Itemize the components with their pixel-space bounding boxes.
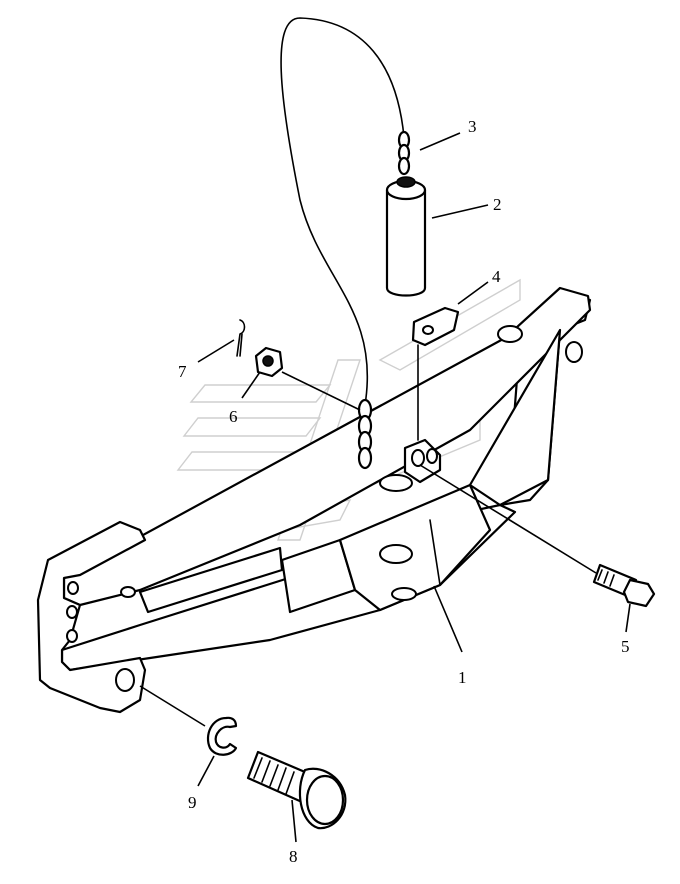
callout-5: 5 <box>621 637 630 656</box>
callout-4: 4 <box>492 267 501 286</box>
callout-9: 9 <box>188 793 197 812</box>
cotter-pin-part-7 <box>236 319 246 357</box>
chain-part-3 <box>280 17 411 470</box>
callout-7: 7 <box>178 362 187 381</box>
callout-6: 6 <box>229 407 238 426</box>
bolt-part-8 <box>246 750 347 830</box>
nut-part-6 <box>254 346 361 411</box>
callout-3: 3 <box>468 117 477 136</box>
lug-bracket <box>403 438 442 484</box>
callout-1: 1 <box>458 668 467 687</box>
snap-ring-part-9 <box>139 685 238 756</box>
leader-lines <box>197 132 631 843</box>
callout-8: 8 <box>289 847 298 866</box>
bracket-part-1 <box>36 286 592 714</box>
callout-2: 2 <box>493 195 502 214</box>
pin-part-2 <box>385 176 427 297</box>
lock-part-4 <box>411 306 460 441</box>
bolt-part-5 <box>419 464 656 608</box>
